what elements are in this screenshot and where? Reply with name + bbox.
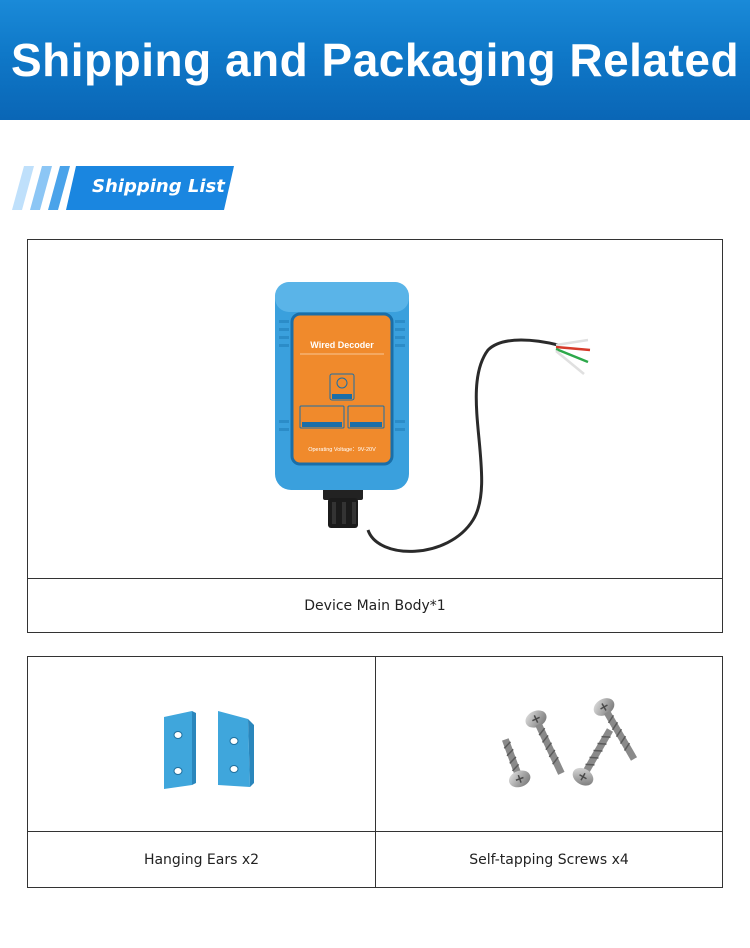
device-main-body-card: Wired Decoder Operating Voltage：9V-20V D… — [27, 239, 723, 633]
device-caption: Device Main Body*1 — [28, 578, 722, 632]
screws-image — [376, 657, 722, 833]
section-tag-stripes-icon — [12, 166, 234, 210]
hanging-ears-caption: Hanging Ears x2 — [28, 831, 375, 887]
hanging-ears-card: Hanging Ears x2 — [27, 656, 376, 888]
page-header: Shipping and Packaging Related — [0, 0, 750, 120]
page-title: Shipping and Packaging Related — [10, 34, 740, 86]
screws-card: Self-tapping Screws x4 — [375, 656, 723, 888]
panel-voltage: Operating Voltage：9V-20V — [308, 447, 376, 453]
device-image: Wired Decoder Operating Voltage：9V-20V — [28, 240, 722, 580]
hanging-ears-image — [28, 657, 375, 833]
screws-caption: Self-tapping Screws x4 — [376, 831, 722, 887]
section-title: Shipping List — [92, 176, 225, 197]
panel-title: Wired Decoder — [310, 340, 374, 350]
section-tag: Shipping List — [12, 164, 252, 212]
